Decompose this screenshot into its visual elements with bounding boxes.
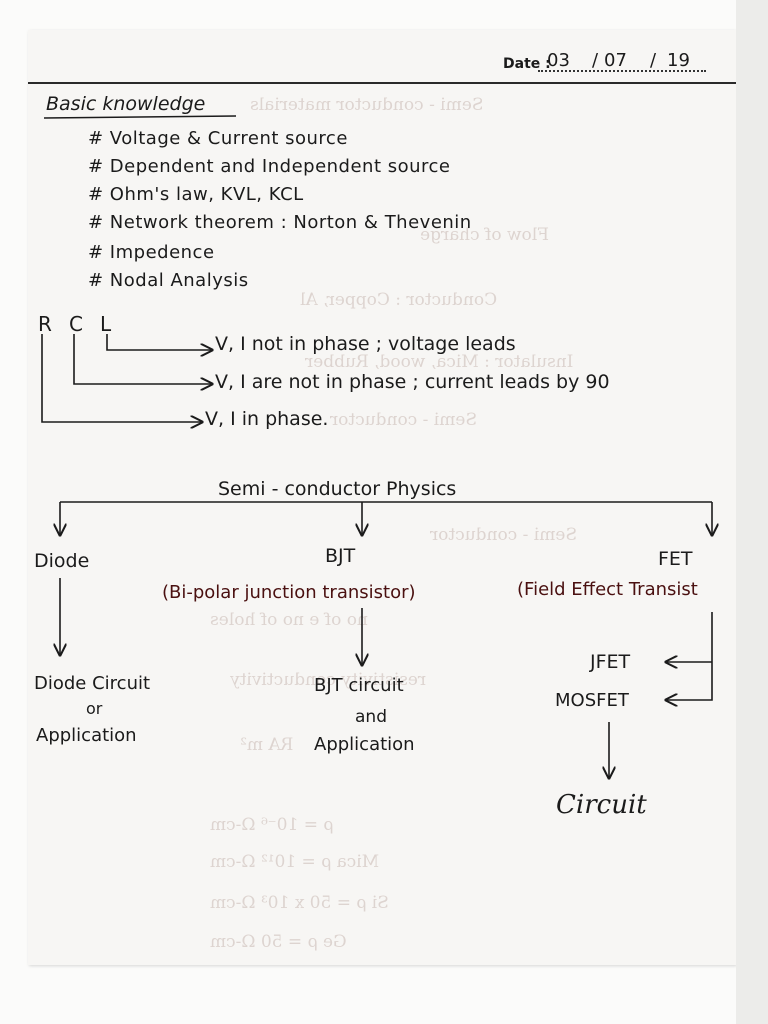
title-underline — [43, 115, 237, 119]
rcl-r: R — [38, 312, 52, 336]
date-year: 19 — [667, 50, 690, 71]
tree-bjt-full-name: (Bi-polar junction transistor) — [162, 582, 416, 603]
header-rule — [28, 82, 736, 84]
rcl-c: C — [69, 312, 83, 336]
arrow-c — [73, 334, 212, 384]
date-separator: / — [592, 50, 599, 71]
tree-mosfet: MOSFET — [555, 690, 629, 711]
tree-bjt-app-line3: Application — [314, 734, 415, 755]
tree-fet: FET — [658, 548, 693, 570]
rcl-c-description: V, I are not in phase ; current leads by… — [215, 371, 610, 393]
tree-diode-app-line3: Application — [36, 725, 137, 746]
bullet-item: # Network theorem : Norton & Thevenin — [88, 212, 472, 233]
tree-diode-app-line2: or — [86, 699, 103, 718]
bullet-item: # Voltage & Current source — [88, 128, 348, 149]
section-title: Basic knowledge — [46, 93, 206, 115]
tree-diode-app-line1: Diode Circuit — [34, 673, 151, 694]
date-underline — [538, 70, 706, 72]
date-separator: / — [650, 50, 657, 71]
tree-root: Semi - conductor Physics — [218, 478, 457, 500]
bullet-item: # Impedence — [88, 242, 215, 263]
paper-sheet — [28, 30, 736, 965]
bullet-item: # Ohm's law, KVL, KCL — [88, 184, 304, 205]
tree-fet-full-name: (Field Effect Transist — [517, 579, 698, 600]
bullet-item: # Nodal Analysis — [88, 270, 249, 291]
page-edge — [736, 0, 768, 1024]
date-day: 03 — [547, 50, 570, 71]
arrow-l — [106, 334, 212, 350]
tree-bjt-app-line2: and — [355, 707, 387, 727]
rcl-l-description: V, I not in phase ; voltage leads — [215, 333, 516, 355]
rcl-l: L — [100, 312, 112, 336]
date-month: 07 — [604, 50, 627, 71]
date-label: Date : — [503, 56, 551, 72]
rcl-r-description: V, I in phase. — [205, 408, 329, 430]
tree-jfet: JFET — [590, 651, 631, 673]
arrow-mosfet — [666, 612, 713, 700]
bullet-item: # Dependent and Independent source — [88, 156, 451, 177]
tree-diode: Diode — [34, 550, 90, 572]
tree-bjt-app-line1: BJT circuit — [314, 675, 404, 696]
arrow-r — [41, 334, 202, 422]
tree-bjt: BJT — [325, 545, 356, 567]
tree-circuit: Circuit — [556, 790, 647, 820]
